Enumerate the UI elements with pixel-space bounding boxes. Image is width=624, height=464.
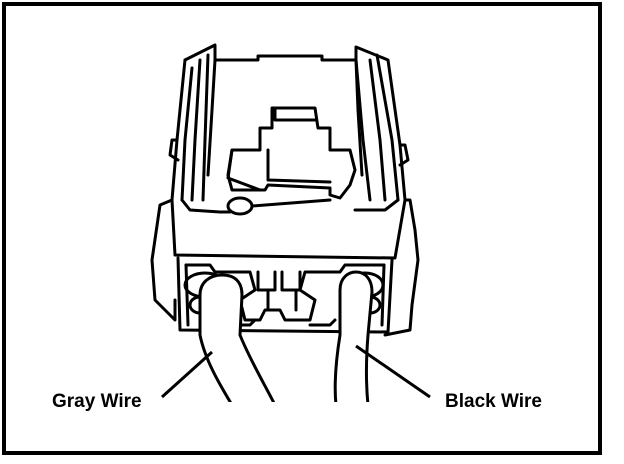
black-wire	[333, 270, 374, 407]
black-wire-label: Black Wire	[445, 391, 542, 412]
gray-wire	[198, 273, 277, 407]
gray-wire-leader	[160, 350, 214, 399]
diagram-frame	[2, 2, 602, 455]
black-wire-leader	[355, 344, 431, 399]
connector-body	[150, 43, 420, 337]
gray-wire-label: Gray Wire	[52, 391, 142, 412]
